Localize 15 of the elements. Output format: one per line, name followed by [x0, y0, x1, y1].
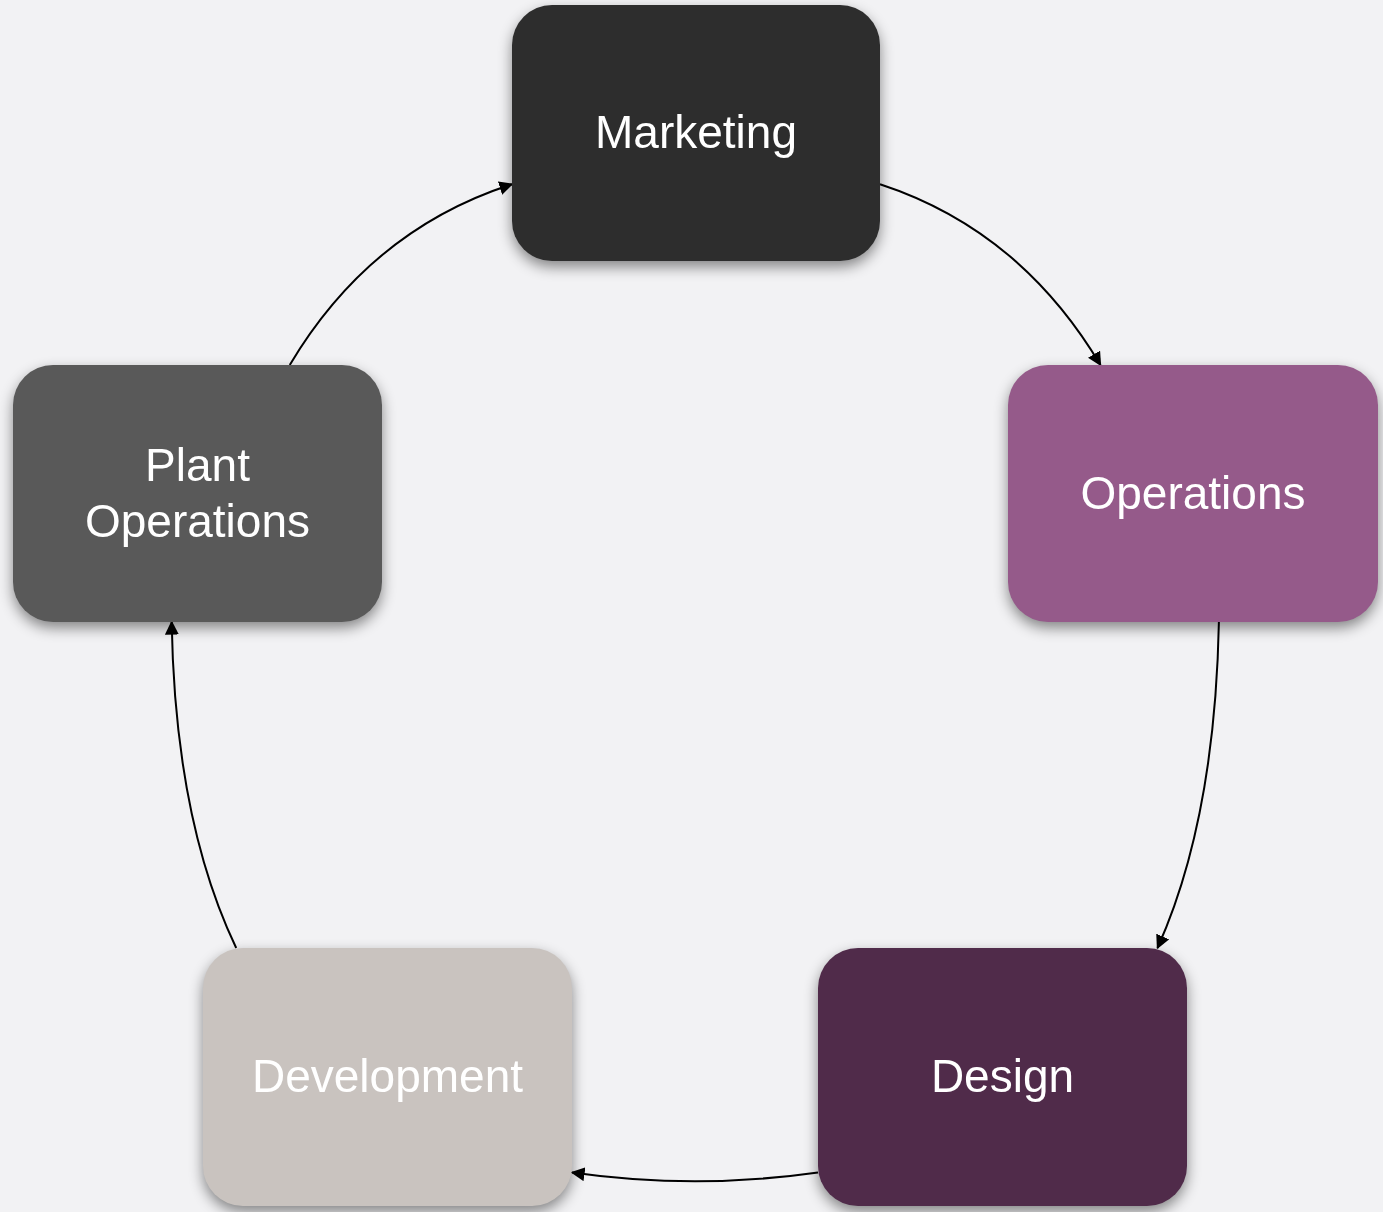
curved-arrow [288, 181, 514, 366]
box-label: Operations [1080, 465, 1306, 521]
box-label: Marketing [595, 105, 797, 161]
process-box [818, 948, 1187, 1206]
process-box [512, 5, 880, 261]
curved-arrow [570, 1167, 819, 1183]
curved-arrow [879, 183, 1102, 367]
box-label: Development [251, 1049, 523, 1105]
process-box [203, 948, 572, 1206]
box-label: Plant Operations [84, 438, 311, 549]
process-box [13, 365, 382, 622]
curved-arrow [1155, 621, 1220, 950]
process-box [1008, 365, 1378, 622]
box-label: Design [930, 1049, 1075, 1105]
curved-arrow [165, 620, 238, 949]
